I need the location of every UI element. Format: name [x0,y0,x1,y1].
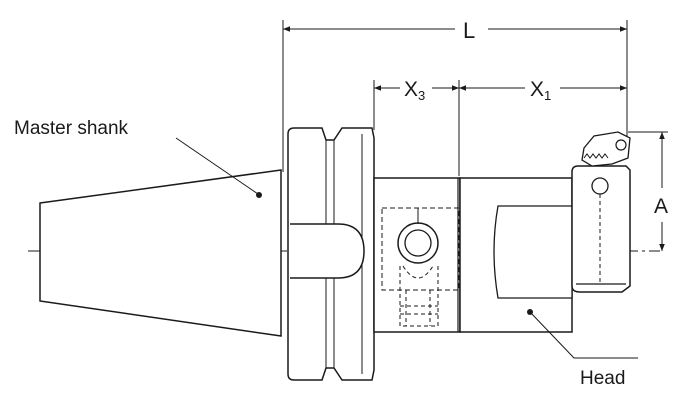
dim-A-label: A [654,195,668,218]
drive-key [290,223,365,279]
label-head: Head [580,368,625,389]
hidden-screw-curve [402,265,434,279]
head-inner-bore [493,205,573,299]
taper-shank [39,169,282,337]
leader-head-dot [527,309,533,315]
insert-screw [615,139,627,151]
leader-head [529,311,638,359]
dim-X1-sub: 1 [544,88,551,103]
label-master-shank: Master shank [14,118,129,139]
clamp-hidden-square [381,207,460,291]
dim-X3-label: X3 [404,78,425,103]
dim-X3-main: X [404,78,418,101]
leader-master-shank [175,137,259,195]
insert-serrations [583,153,609,159]
dim-X1-main: X [530,78,544,101]
insert-block [571,165,631,293]
dim-X1-label: X1 [530,78,551,103]
dim-X3-sub: 3 [418,88,425,103]
dim-L-label: L [463,18,475,43]
hidden-screw-body [399,266,439,327]
screw-head-inner [404,229,432,257]
insert-block-hole [591,177,609,195]
leader-master-shank-dot [256,192,262,198]
